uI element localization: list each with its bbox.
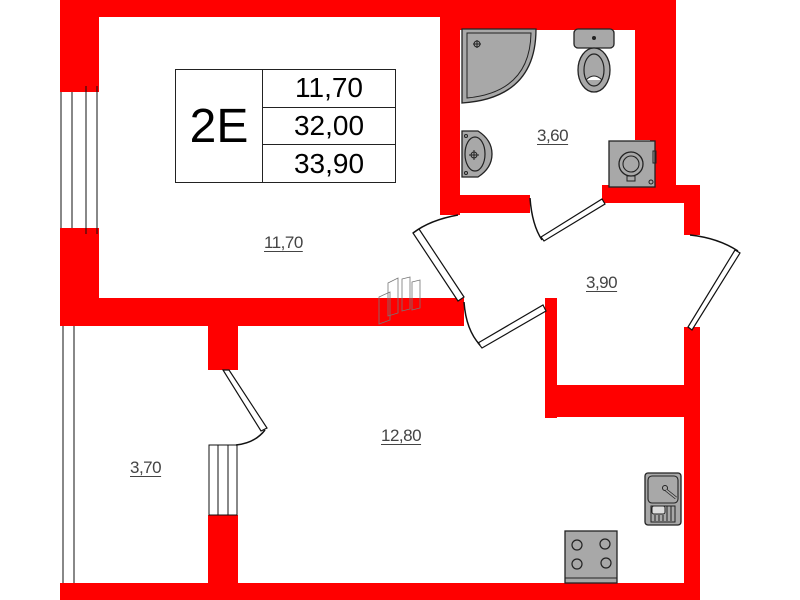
apartment-legend: 2E 11,70 32,00 33,90 [175,69,396,183]
room-door [412,214,547,349]
stove-icon [564,530,618,584]
total-area-value: 32,00 [263,108,395,146]
bathroom-area-label: 3,60 [537,126,569,145]
balcony-door-frame [208,444,238,516]
kitchen-sink-icon [644,472,682,526]
balcony-area-label: 3,70 [130,458,162,477]
radiator-icon [378,276,421,325]
toilet-icon [573,28,615,93]
kitchen-area-label: 12,80 [381,426,422,445]
living-area-value: 11,70 [263,70,395,108]
walls [60,0,700,600]
washbasin-icon [461,130,493,178]
entrance-door [687,234,741,331]
window-balcony [62,326,75,583]
washing-machine-icon [608,140,657,188]
balcony-door [221,369,268,446]
hallway-area-label: 3,90 [586,273,618,292]
shower-icon [461,28,537,104]
room-area-label: 11,70 [264,233,303,252]
total-area-with-balcony-value: 33,90 [293,147,365,179]
apartment-code: 2E [176,70,263,182]
bathroom-door [529,197,606,242]
window-room [60,86,99,234]
